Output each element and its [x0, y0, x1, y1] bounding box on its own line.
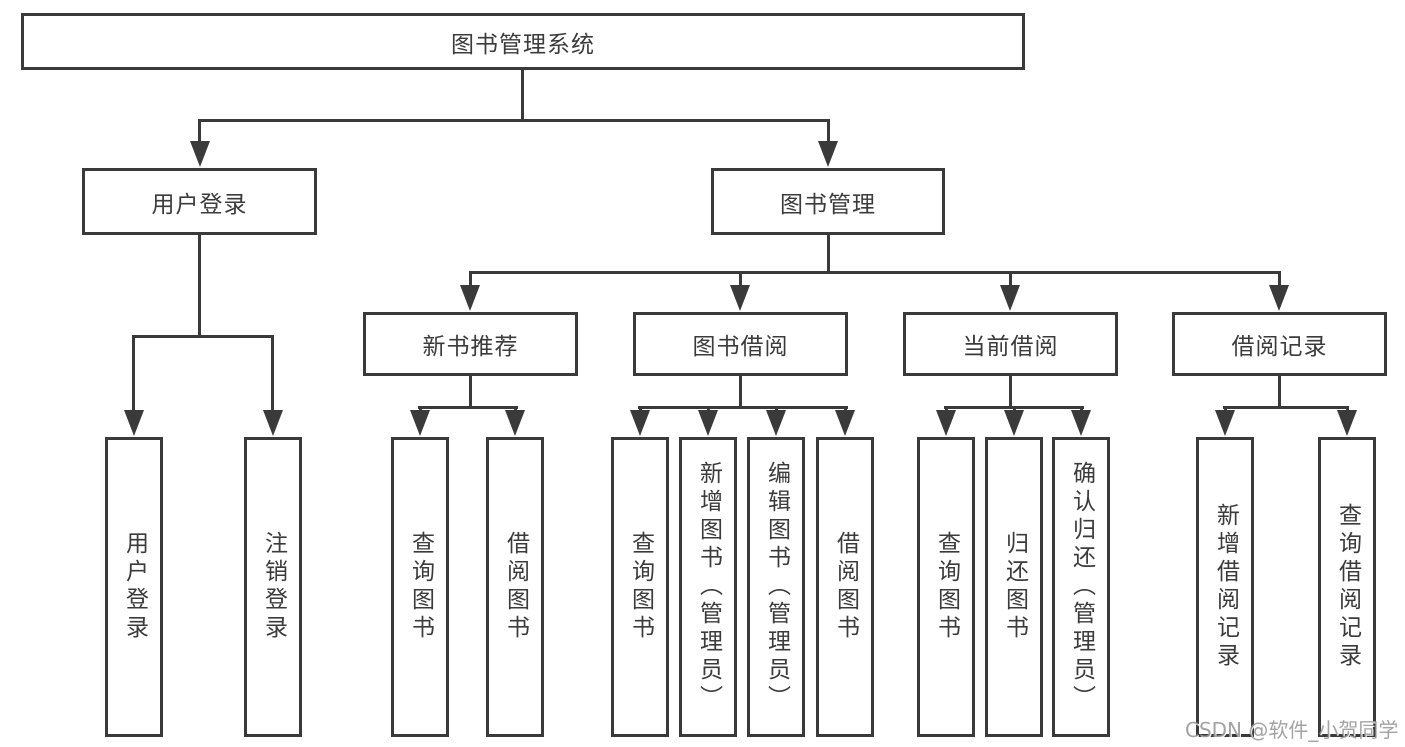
connector-drop-leaf: [1278, 271, 1281, 287]
node-root: 图书管理系统: [21, 13, 1025, 70]
connector-drop-user-login: [198, 119, 201, 145]
leaf-label: 新增借阅记录: [1212, 503, 1239, 671]
leaf-label: 查询图书: [933, 531, 960, 643]
arrow-down-icon: [630, 410, 650, 436]
leaf-edit-books-admin: 编辑图书（管理员）: [747, 437, 805, 737]
leaf-borrow-books: 借阅图书: [816, 437, 874, 737]
node-borrow-records-label: 借阅记录: [1231, 334, 1328, 360]
arrow-down-icon: [698, 410, 718, 436]
connector-drop-leaf: [132, 335, 135, 413]
node-book-management-label: 图书管理: [780, 191, 876, 218]
arrow-down-icon: [1004, 410, 1024, 436]
leaf-add-borrow-record: 新增借阅记录: [1196, 437, 1254, 737]
arrow-down-icon: [410, 410, 430, 436]
arrow-down-icon: [460, 285, 480, 311]
node-new-book-recommend-label: 新书推荐: [422, 334, 519, 360]
arrow-down-icon: [1000, 285, 1020, 311]
node-user-login: 用户登录: [82, 168, 317, 235]
leaf-label: 查询图书: [627, 531, 654, 643]
leaf-label: 查询借阅记录: [1334, 503, 1361, 671]
connector-user-bar: [132, 335, 274, 338]
leaf-label: 用户登录: [121, 531, 148, 643]
node-book-borrow-label: 图书借阅: [692, 334, 789, 360]
node-user-login-label: 用户登录: [151, 191, 248, 218]
arrow-down-icon: [1215, 410, 1235, 436]
leaf-label: 新增图书（管理员）: [695, 461, 722, 713]
arrow-down-icon: [263, 410, 283, 436]
node-new-book-recommend: 新书推荐: [363, 312, 578, 376]
node-current-borrow: 当前借阅: [903, 312, 1118, 376]
node-book-borrow: 图书借阅: [633, 312, 848, 376]
arrow-down-icon: [505, 410, 525, 436]
leaf-logout: 注销登录: [244, 437, 302, 737]
leaf-confirm-return-admin: 确认归还（管理员）: [1052, 437, 1110, 737]
arrow-down-icon: [766, 410, 786, 436]
arrow-down-icon: [190, 141, 210, 167]
leaf-label: 借阅图书: [502, 531, 529, 643]
arrow-down-icon: [835, 410, 855, 436]
arrow-down-icon: [818, 141, 838, 167]
connector-group-bar: [1223, 406, 1349, 409]
connector-user-stem: [198, 235, 201, 335]
node-borrow-records: 借阅记录: [1172, 312, 1387, 376]
leaf-label: 注销登录: [260, 531, 287, 643]
connector-drop-leaf: [469, 271, 472, 287]
connector-group-stem: [1009, 376, 1012, 409]
leaf-label: 借阅图书: [832, 531, 859, 643]
leaf-return-books: 归还图书: [985, 437, 1043, 737]
connector-root-stem: [521, 70, 524, 119]
leaf-query-books-borrow: 查询图书: [611, 437, 669, 737]
connector-group-stem: [469, 376, 472, 409]
leaf-label: 确认归还（管理员）: [1068, 461, 1095, 713]
arrow-down-icon: [936, 410, 956, 436]
leaf-label: 编辑图书（管理员）: [763, 461, 790, 713]
leaf-add-books-admin: 新增图书（管理员）: [679, 437, 737, 737]
connector-drop-leaf: [739, 271, 742, 287]
arrow-down-icon: [730, 285, 750, 311]
connector-drop-leaf: [1009, 271, 1012, 287]
leaf-user-login: 用户登录: [105, 437, 163, 737]
connector-drop-leaf: [271, 335, 274, 413]
leaf-borrow-books-recommend: 借阅图书: [486, 437, 544, 737]
leaf-label: 查询图书: [407, 531, 434, 643]
connector-drop-book-mgmt: [827, 119, 830, 145]
connector-group-stem: [739, 376, 742, 409]
leaf-query-books-recommend: 查询图书: [391, 437, 449, 737]
node-current-borrow-label: 当前借阅: [962, 334, 1059, 360]
arrow-down-icon: [124, 410, 144, 436]
connector-group-bar: [418, 406, 518, 409]
node-book-management: 图书管理: [711, 168, 945, 235]
arrow-down-icon: [1269, 285, 1289, 311]
connector-mgmt-bar: [469, 271, 1281, 274]
connector-root-bar: [198, 119, 830, 122]
connector-group-stem: [1278, 376, 1281, 409]
leaf-query-borrow-record: 查询借阅记录: [1318, 437, 1376, 737]
arrow-down-icon: [1071, 410, 1091, 436]
leaf-label: 归还图书: [1001, 531, 1028, 643]
arrow-down-icon: [1337, 410, 1357, 436]
csdn-watermark: CSDN @软件_小贺同学: [1185, 718, 1399, 742]
leaf-query-books-current: 查询图书: [917, 437, 975, 737]
connector-mgmt-stem: [827, 235, 830, 273]
node-root-label: 图书管理系统: [451, 31, 595, 58]
connector-group-bar: [638, 406, 848, 409]
